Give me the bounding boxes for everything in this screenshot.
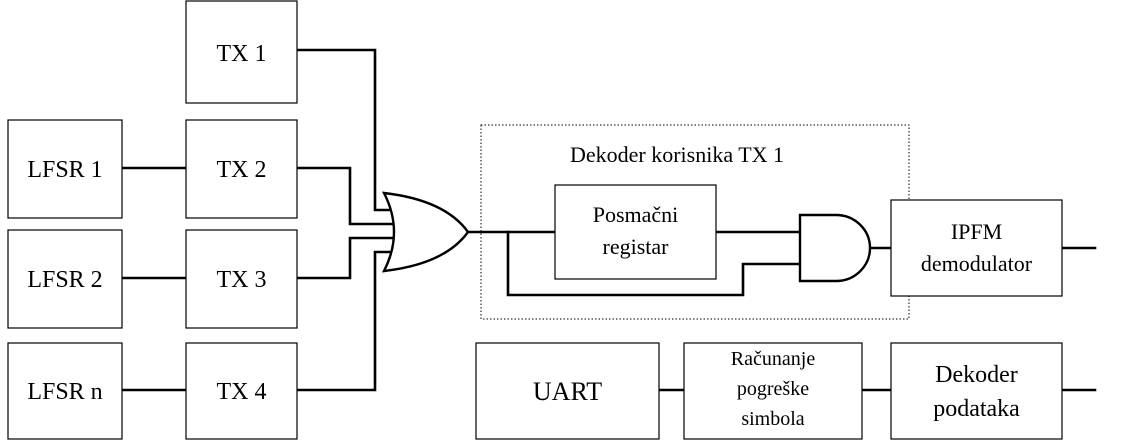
decoder-group-title: Dekoder korisnika TX 1 xyxy=(570,142,784,167)
ipfm-block: IPFM demodulator xyxy=(890,199,1063,297)
uart-block: UART xyxy=(475,342,660,440)
ipfm-label-line2: demodulator xyxy=(921,251,1033,276)
tx3-label: TX 3 xyxy=(217,267,267,293)
or-gate xyxy=(381,191,470,273)
wires xyxy=(120,48,1097,392)
wire-tx4-or xyxy=(295,250,398,392)
wire-bypass xyxy=(506,230,802,297)
lfsr2-block: LFSR 2 xyxy=(7,229,123,329)
ipfm-label-line1: IPFM xyxy=(951,219,1002,244)
tx1-label: TX 1 xyxy=(217,41,267,67)
error-calc-label-line3: simbola xyxy=(741,408,804,430)
shift-register-label-line2: registar xyxy=(603,234,670,259)
and-gate xyxy=(798,213,872,283)
wire-tx1-or xyxy=(295,48,398,212)
data-decoder-block: Dekoder podataka xyxy=(890,342,1063,440)
lfsr1-label: LFSR 1 xyxy=(27,157,102,183)
shift-register-label-line1: Posmačni xyxy=(593,202,679,227)
wire-tx3-or xyxy=(295,236,398,280)
error-calc-label-line2: pogreške xyxy=(737,378,809,400)
tx3-block: TX 3 xyxy=(185,229,298,329)
lfsrn-block: LFSR n xyxy=(7,342,123,440)
error-calc-block: Računanje pogreške simbola xyxy=(683,342,863,440)
data-decoder-label-line1: Dekoder xyxy=(935,362,1018,388)
wire-tx2-or xyxy=(295,166,398,226)
lfsrn-label: LFSR n xyxy=(27,379,102,405)
tx2-block: TX 2 xyxy=(185,119,298,219)
lfsr2-label: LFSR 2 xyxy=(27,267,102,293)
tx1-block: TX 1 xyxy=(185,0,298,104)
data-decoder-label-line2: podataka xyxy=(933,396,1020,422)
shift-register-block: Posmačni registar xyxy=(554,184,717,280)
tx4-label: TX 4 xyxy=(217,379,267,405)
error-calc-label-line1: Računanje xyxy=(731,348,816,370)
tx2-label: TX 2 xyxy=(217,157,267,183)
uart-label: UART xyxy=(533,377,602,406)
lfsr1-block: LFSR 1 xyxy=(7,119,123,219)
tx4-block: TX 4 xyxy=(185,342,298,440)
